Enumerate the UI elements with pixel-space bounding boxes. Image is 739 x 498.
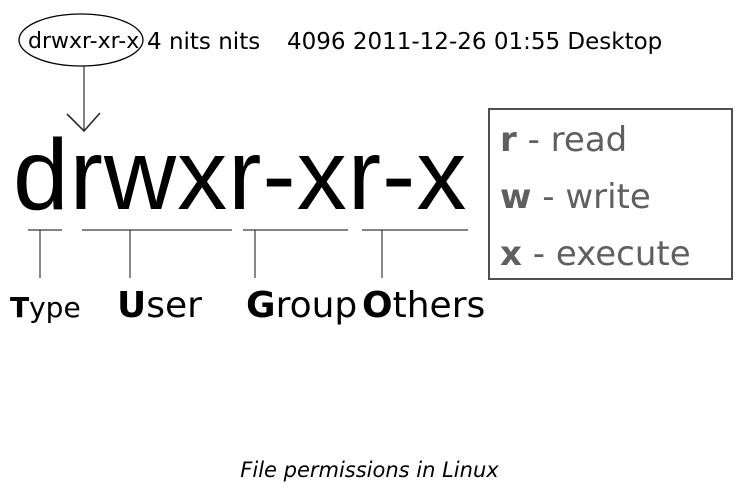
permission-legend-box: r - read w - write x - execute (488, 108, 733, 280)
ls-permissions-text: drwxr-xr-x (28, 29, 140, 54)
others-bracket (362, 229, 468, 278)
segment-label-others: Others (362, 285, 486, 326)
legend-meaning-write: write (565, 177, 651, 217)
group-bracket (243, 229, 348, 278)
segment-label-group: Group (246, 285, 358, 326)
type-bracket (28, 229, 62, 278)
segment-label-user: User (117, 285, 202, 326)
ls-links-owner-text: 4 nits nits (147, 29, 261, 55)
legend-meaning-read: read (550, 120, 628, 160)
legend-symbol-r: r (500, 120, 517, 160)
segment-label-type: Type (10, 291, 81, 324)
legend-symbol-w: w (500, 177, 532, 217)
arrow-down-icon (66, 66, 101, 133)
permissions-highlight-ellipse (18, 13, 144, 67)
user-bracket (82, 229, 232, 278)
big-permissions-text: drwxr-xr-x (13, 119, 468, 231)
ls-size-date-name-text: 4096 2011-12-26 01:55 Desktop (287, 29, 663, 55)
legend-item-read: r - read (500, 120, 628, 160)
legend-item-write: w - write (500, 177, 651, 217)
legend-meaning-execute: execute (555, 234, 691, 274)
diagram-caption: File permissions in Linux (240, 458, 499, 482)
legend-symbol-x: x (500, 234, 522, 274)
legend-item-execute: x - execute (500, 234, 691, 274)
